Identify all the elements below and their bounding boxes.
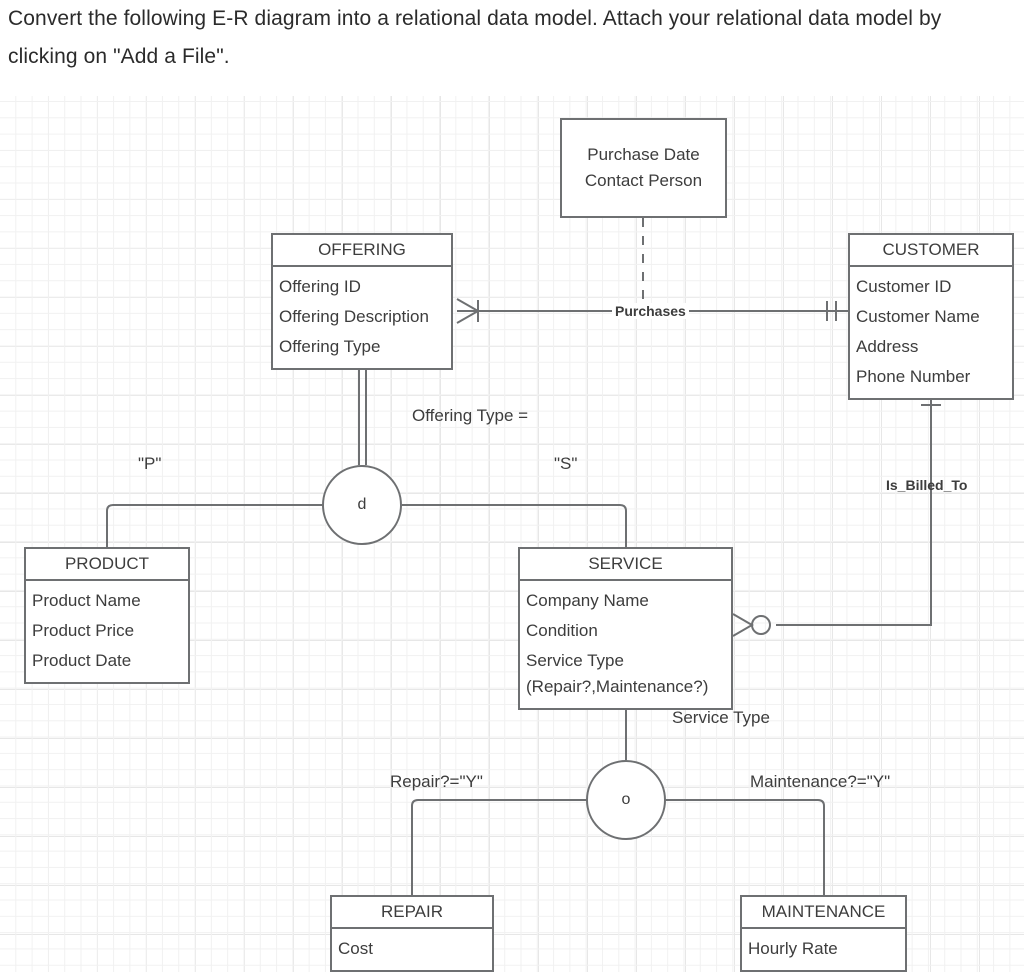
attribute-row: Customer ID	[850, 272, 1012, 302]
entity-offering-attributes: Offering ID Offering Description Offerin…	[273, 267, 451, 368]
attribute-service-type: Service Type	[526, 651, 624, 670]
overlap-to-maintenance-connector	[666, 799, 825, 895]
purchase-attr-line-2: Contact Person	[584, 171, 703, 190]
entity-maintenance-attributes: Hourly Rate	[742, 929, 905, 970]
attribute-product-price: Product Price	[32, 621, 135, 640]
attribute-service-type-detail: (Repair?,Maintenance?)	[526, 677, 709, 696]
attribute-phone-number: Phone Number	[856, 367, 971, 386]
attribute-product-date: Product Date	[32, 651, 132, 670]
purchase-attr-line-1: Purchase Date	[587, 145, 700, 164]
entity-offering[interactable]: OFFERING Offering ID Offering Descriptio…	[271, 233, 453, 370]
entity-product-attributes: Product Name Product Price Product Date	[26, 581, 188, 682]
entity-service[interactable]: SERVICE Company Name Condition Service T…	[518, 547, 733, 710]
attribute-condition: Condition	[526, 621, 598, 640]
zero-or-many-service-isbilledto	[732, 613, 771, 637]
entity-service-title: SERVICE	[520, 549, 731, 581]
attribute-offering-type: Offering Type	[279, 337, 381, 356]
entity-maintenance-title: MAINTENANCE	[742, 897, 905, 929]
subtype-branch-label-s: "S"	[554, 454, 578, 473]
diagram-canvas: Purchase Date Contact Person OFFERING Of…	[0, 96, 1024, 972]
discriminator-label-service-type: Service Type	[672, 708, 770, 727]
entity-customer[interactable]: CUSTOMER Customer ID Customer Name Addre…	[848, 233, 1014, 400]
entity-repair-attributes: Cost	[332, 929, 492, 970]
crowsfoot-offering-purchases	[456, 298, 481, 324]
disjoint-symbol-circle: d	[322, 465, 402, 545]
is-billed-to-line	[776, 388, 932, 626]
diagram-connectors	[106, 218, 941, 895]
attribute-company-name: Company Name	[526, 591, 649, 610]
attribute-customer-name: Customer Name	[856, 307, 980, 326]
discriminator-label-offering-type: Offering Type =	[412, 406, 529, 425]
disjoint-to-product-connector	[106, 504, 322, 547]
subtype-branch-label-maintenance: Maintenance?="Y"	[750, 772, 891, 791]
entity-product-title: PRODUCT	[26, 549, 188, 581]
attribute-customer-id: Customer ID	[856, 277, 952, 296]
attribute-address: Address	[856, 337, 919, 356]
entity-repair-title: REPAIR	[332, 897, 492, 929]
entity-repair[interactable]: REPAIR Cost	[330, 895, 494, 972]
disjoint-to-service-connector	[402, 504, 627, 547]
entity-customer-attributes: Customer ID Customer Name Address Phone …	[850, 267, 1012, 398]
purchase-attributes-box: Purchase Date Contact Person	[560, 118, 727, 218]
relationship-label-is-billed-to: Is_Billed_To	[886, 477, 968, 493]
prompt-line-2: relational data model by clicking on "Ad…	[8, 7, 942, 68]
overlap-to-repair-connector	[411, 799, 586, 895]
offering-to-disjoint-connector	[358, 358, 367, 465]
disjoint-symbol-letter: d	[357, 496, 367, 513]
entity-offering-title: OFFERING	[273, 235, 451, 267]
one-and-only-one-customer-purchases	[826, 301, 837, 321]
overlap-symbol-circle: o	[586, 760, 666, 840]
entity-service-attributes: Company Name Condition Service Type (Rep…	[520, 581, 731, 708]
entity-product[interactable]: PRODUCT Product Name Product Price Produ…	[24, 547, 190, 684]
relationship-label-purchases: Purchases	[612, 303, 689, 319]
subtype-branch-label-repair: Repair?="Y"	[390, 772, 483, 791]
subtype-branch-label-p: "P"	[138, 454, 162, 473]
attribute-cost: Cost	[338, 939, 373, 958]
entity-maintenance[interactable]: MAINTENANCE Hourly Rate	[740, 895, 907, 972]
attribute-offering-description: Offering Description	[279, 307, 429, 326]
attribute-product-name: Product Name	[32, 591, 141, 610]
attribute-hourly-rate: Hourly Rate	[748, 939, 838, 958]
overlap-symbol-letter: o	[621, 791, 631, 808]
question-prompt: Convert the following E-R diagram into a…	[8, 0, 1008, 76]
entity-customer-title: CUSTOMER	[850, 235, 1012, 267]
prompt-line-1: Convert the following E-R diagram into a…	[8, 7, 711, 30]
attribute-row: Offering ID	[273, 272, 451, 302]
attribute-offering-id: Offering ID	[279, 277, 361, 296]
